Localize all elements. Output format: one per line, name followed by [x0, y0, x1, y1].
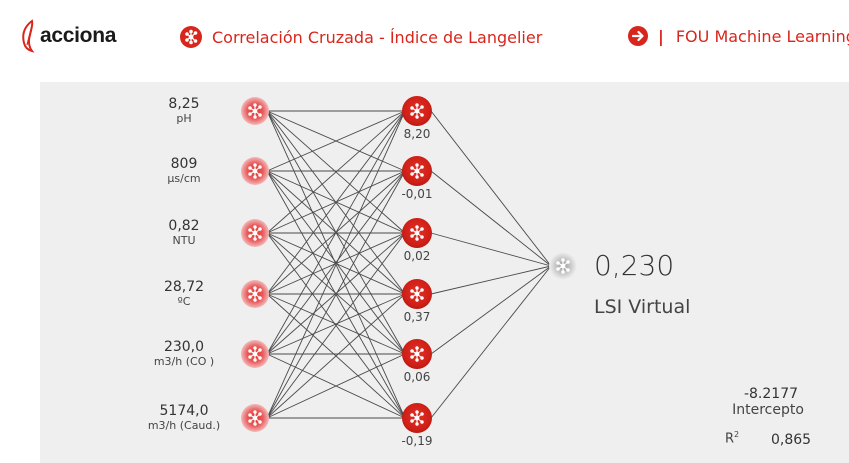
header: acciona Correlación Cruzada - Índice de … [0, 0, 849, 72]
input-unit-2: NTU [172, 234, 196, 247]
hidden-node-2[interactable] [402, 218, 432, 248]
r-squared-label: R2 [725, 430, 739, 446]
input-unit-4: m3/h (CO ) [153, 355, 215, 368]
intercept-label: Intercepto [732, 402, 804, 418]
input-value-0: 8,25 [168, 96, 200, 112]
input-unit-3: ºC [177, 295, 191, 308]
input-node-0[interactable] [241, 97, 269, 125]
network-connections [266, 110, 552, 419]
intercept-value: -8.2177 [743, 386, 799, 402]
neural-network-panel [40, 82, 849, 463]
connection-hidden-2-output [430, 232, 552, 267]
hidden-node-4[interactable] [402, 339, 432, 369]
input-node-4[interactable] [241, 340, 269, 368]
input-unit-0: pH [176, 112, 192, 125]
input-node-2[interactable] [241, 219, 269, 247]
connection-input-5-hidden-2 [266, 232, 406, 419]
input-value-2: 0,82 [168, 218, 200, 234]
input-value-3: 28,72 [163, 279, 205, 295]
connection-input-4-hidden-3 [266, 293, 406, 355]
connection-hidden-1-output [430, 170, 552, 267]
hidden-value-2: 0,02 [403, 249, 431, 263]
acciona-leaf-icon [22, 19, 35, 53]
neural-node-icon [180, 26, 202, 48]
connection-hidden-5-output [430, 265, 552, 419]
connection-hidden-3-output [430, 265, 552, 295]
r-squared-symbol: R [725, 431, 735, 447]
output-node[interactable] [549, 252, 577, 280]
connection-hidden-4-output [430, 265, 552, 355]
connection-input-5-hidden-3 [266, 293, 406, 419]
connection-input-5-hidden-0 [266, 110, 406, 419]
acciona-logo[interactable]: acciona [20, 18, 116, 54]
connection-input-2-hidden-0 [266, 110, 406, 234]
input-node-3[interactable] [241, 280, 269, 308]
connection-hidden-0-output [430, 110, 552, 267]
hidden-value-4: 0,06 [403, 370, 431, 384]
hidden-value-0: 8,20 [403, 127, 431, 141]
r-squared-exponent: 2 [734, 430, 740, 439]
connection-input-4-hidden-1 [266, 170, 406, 355]
hidden-node-5[interactable] [402, 403, 432, 433]
hidden-value-1: -0,01 [401, 187, 433, 201]
network-nodes [241, 96, 577, 433]
output-label: LSI Virtual [594, 296, 691, 318]
fou-machine-learning-link[interactable]: | FOU Machine Learning [628, 26, 849, 46]
output-value: 0,230 [594, 249, 675, 282]
connection-input-4-hidden-0 [266, 110, 406, 355]
input-value-1: 809 [170, 156, 198, 172]
page-title-text: Correlación Cruzada - Índice de Langelie… [212, 27, 543, 47]
input-node-5[interactable] [241, 404, 269, 432]
brand-name: acciona [40, 24, 117, 47]
hidden-value-3: 0,37 [403, 310, 431, 324]
connection-input-5-hidden-4 [266, 353, 406, 419]
hidden-node-0[interactable] [402, 96, 432, 126]
input-unit-5: m3/h (Caud.) [147, 419, 221, 432]
arrow-right-circle-icon [628, 26, 648, 46]
hidden-node-1[interactable] [402, 156, 432, 186]
input-unit-1: µs/cm [167, 172, 201, 185]
connection-input-1-hidden-0 [266, 110, 406, 172]
r-squared-value: 0,865 [771, 432, 812, 448]
input-value-5: 5174,0 [159, 403, 209, 419]
connection-input-3-hidden-0 [266, 110, 406, 295]
connection-input-4-hidden-2 [266, 232, 406, 355]
link-label: FOU Machine Learning [675, 26, 849, 46]
page-title: Correlación Cruzada - Índice de Langelie… [180, 26, 542, 48]
separator: | [658, 26, 664, 46]
hidden-node-3[interactable] [402, 279, 432, 309]
input-value-4: 230,0 [163, 339, 205, 355]
hidden-value-5: -0,19 [401, 434, 433, 448]
connection-input-5-hidden-1 [266, 170, 406, 419]
input-node-1[interactable] [241, 157, 269, 185]
